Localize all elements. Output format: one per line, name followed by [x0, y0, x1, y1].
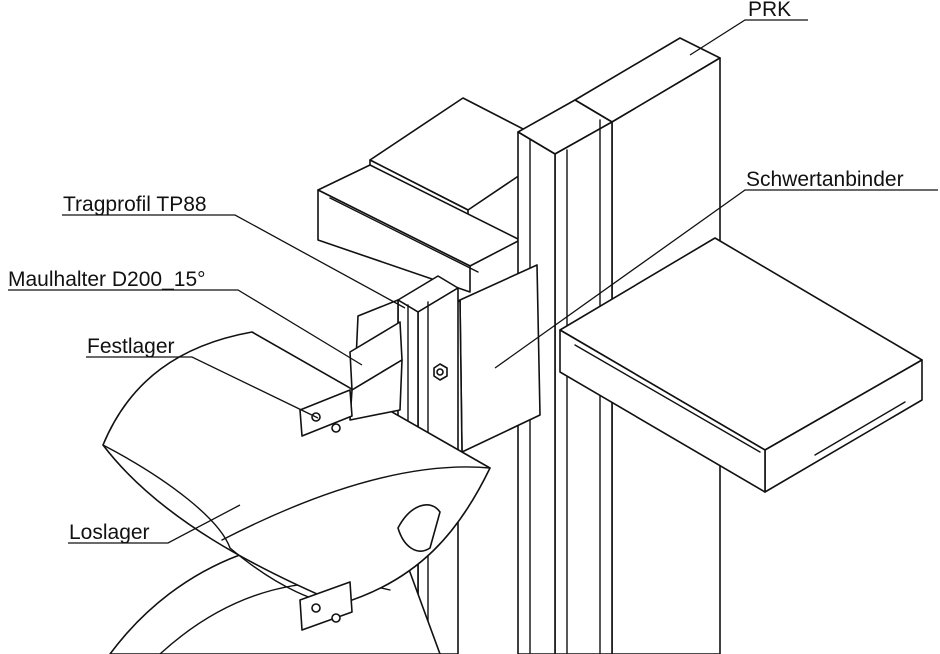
- leader-festlager: [86, 356, 319, 419]
- upper-louvre-blade: [102, 331, 491, 605]
- right-transom-beam: [559, 237, 923, 493]
- maulhalter-d200: [349, 321, 403, 421]
- label-maulhalter: Maulhalter D200_15°: [8, 268, 206, 291]
- loslager-bearing: [299, 581, 353, 631]
- upper-transom-beam: [317, 97, 561, 293]
- label-tragprofil: Tragprofil TP88: [63, 193, 207, 216]
- label-schwertanbinder: Schwertanbinder: [746, 168, 904, 191]
- leader-maulhalter: [8, 289, 363, 366]
- leader-tragprofil: [62, 214, 406, 309]
- leader-lines: [8, 19, 938, 544]
- label-loslager: Loslager: [69, 521, 150, 544]
- leader-schwertanbinder: [494, 189, 938, 369]
- festlager-bearing: [299, 389, 353, 437]
- bolt-right: [433, 363, 448, 381]
- label-prk: PRK: [748, 0, 791, 21]
- leader-prk: [689, 19, 808, 56]
- label-festlager: Festlager: [87, 335, 175, 358]
- leader-loslager: [68, 504, 241, 544]
